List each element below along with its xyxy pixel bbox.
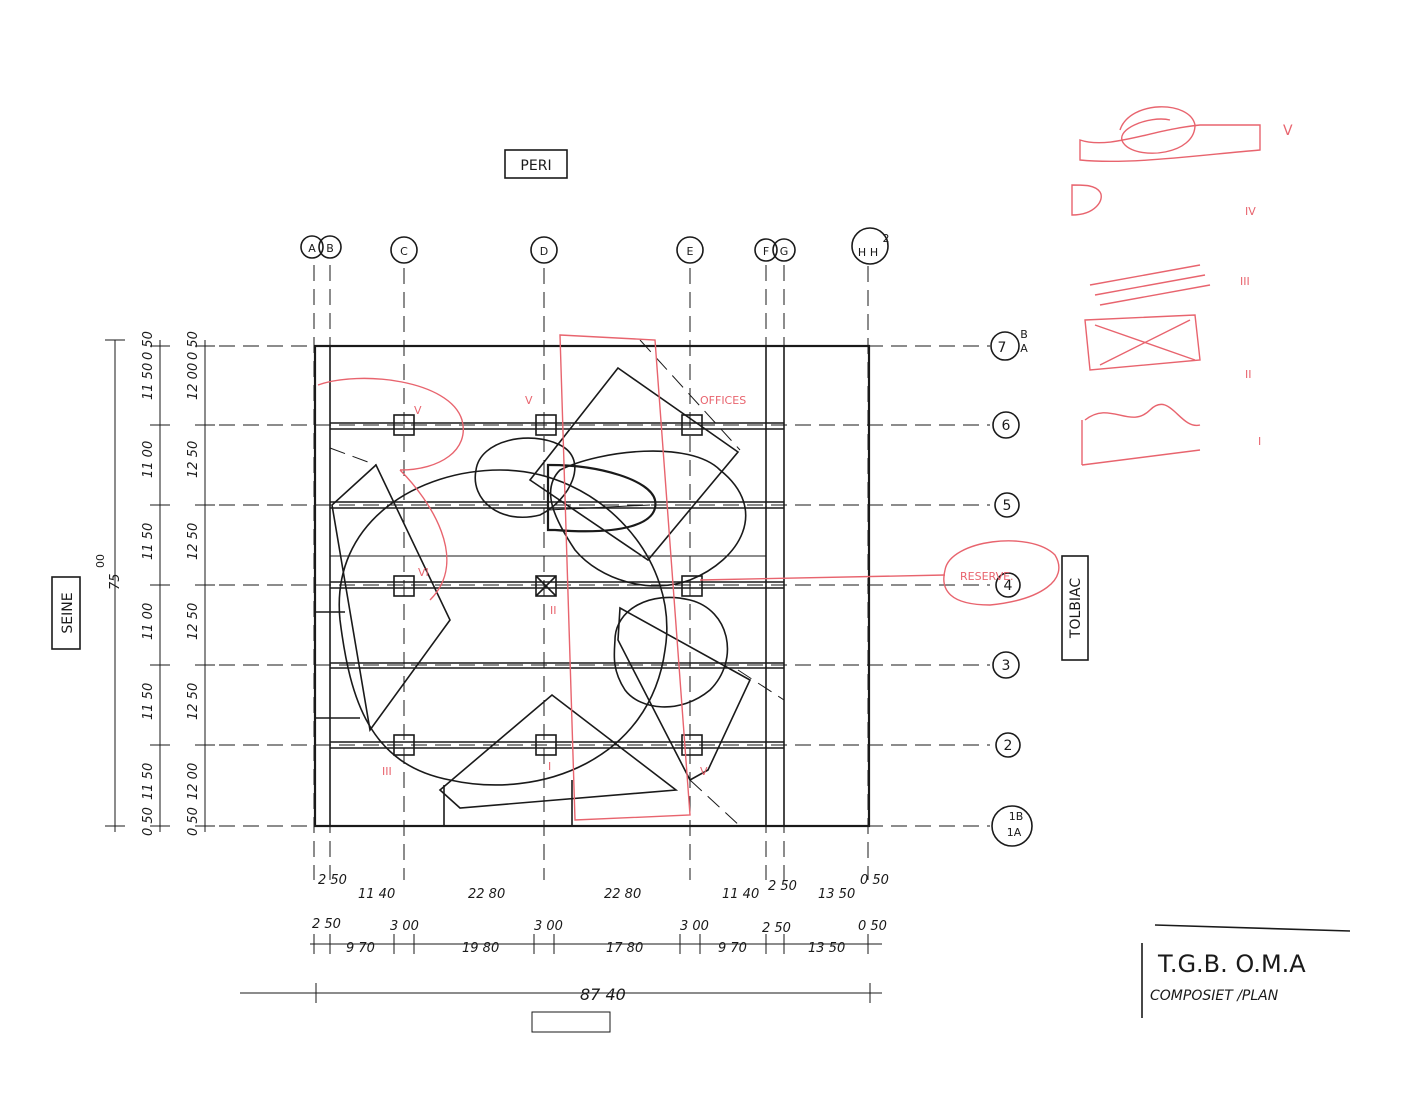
svg-text:12 50: 12 50 [186,441,201,478]
svg-text:19 80: 19 80 [462,941,499,956]
title-block: T.G.B. O.M.A COMPOSIET /PLAN [1141,924,1351,1018]
svg-text:D: D [540,245,548,258]
svg-text:0 50: 0 50 [141,807,156,836]
svg-text:3 00: 3 00 [534,919,563,934]
red-annotations: RESERVE. OFFICES V V VI II III I V [317,334,1060,821]
svg-text:17 80: 17 80 [606,941,643,956]
title-block-subtitle: COMPOSIET /PLAN [1150,988,1279,1004]
svg-text:VI: VI [418,566,429,579]
svg-text:12 00: 12 00 [186,763,201,800]
svg-text:III: III [382,765,392,778]
svg-text:I: I [548,760,551,773]
svg-text:II: II [1245,368,1252,381]
svg-text:3 00: 3 00 [390,919,419,934]
svg-text:2 50: 2 50 [318,873,347,888]
svg-text:00: 00 [94,554,107,568]
svg-text:12 50: 12 50 [186,683,201,720]
svg-text:87 40: 87 40 [580,985,626,1004]
vertical-dimensions: 75 00 0 50 11 50 11 00 11 50 11 00 11 50… [94,331,215,836]
svg-text:9 70: 9 70 [718,941,747,956]
horizontal-dimensions: 2 50 11 40 22 80 22 80 11 40 2 50 13 50 … [240,873,889,1033]
svg-text:11 40: 11 40 [722,887,759,902]
column-bubbles: A B C D E F G H H 2 [300,227,890,265]
svg-text:12 00: 12 00 [186,363,201,400]
svg-text:IV: IV [1245,205,1256,218]
svg-text:1A: 1A [1007,826,1022,839]
label-seine: SEINE [51,576,81,650]
svg-text:PERI: PERI [520,158,551,174]
svg-text:2: 2 [883,232,890,245]
svg-text:0 50: 0 50 [186,807,201,836]
svg-text:H: H [858,246,866,259]
svg-text:I: I [1258,435,1261,448]
rotated-volumes [329,339,785,827]
row-bubbles: 7 B A 6 5 4 3 2 1B 1A [990,328,1033,847]
svg-text:22 80: 22 80 [468,887,505,902]
svg-text:6: 6 [1002,418,1011,434]
svg-text:7: 7 [998,340,1007,356]
svg-text:11 00: 11 00 [141,603,156,640]
column-gridlines [313,265,869,880]
svg-text:V: V [414,404,422,417]
svg-text:2 50: 2 50 [762,921,791,936]
dim-ticks-vertical [150,345,215,827]
structural-columns [393,414,703,756]
svg-text:11 50: 11 50 [141,523,156,560]
svg-text:RESERVE.: RESERVE. [960,570,1014,583]
svg-text:11 50: 11 50 [141,363,156,400]
label-tolbiac: TOLBIAC [1061,555,1089,661]
svg-text:75: 75 [108,573,123,590]
svg-text:11 00: 11 00 [141,441,156,478]
svg-text:0 50: 0 50 [186,331,201,360]
building-outline [313,344,871,828]
svg-text:V: V [1283,123,1293,139]
svg-text:11 50: 11 50 [141,763,156,800]
svg-text:3 00: 3 00 [680,919,709,934]
svg-text:B: B [1020,328,1028,341]
svg-text:0 50: 0 50 [141,331,156,360]
svg-text:4: 4 [1004,578,1013,594]
svg-text:12 50: 12 50 [186,603,201,640]
svg-text:0 50: 0 50 [858,919,887,934]
svg-text:11 50: 11 50 [141,683,156,720]
svg-text:TOLBIAC: TOLBIAC [1068,578,1084,639]
svg-text:B: B [326,242,334,255]
svg-text:H: H [870,246,878,259]
svg-text:5: 5 [1003,498,1012,514]
svg-text:0 50: 0 50 [860,873,889,888]
svg-text:22 80: 22 80 [604,887,641,902]
svg-text:F: F [763,245,769,258]
svg-text:V: V [700,765,708,778]
svg-text:II: II [550,604,557,617]
svg-text:C: C [400,245,408,258]
svg-text:A: A [1020,342,1028,355]
svg-text:A: A [308,242,316,255]
svg-text:2: 2 [1004,738,1013,754]
svg-text:G: G [780,245,789,258]
svg-text:2 50: 2 50 [312,917,341,932]
red-section-sketch: V IV III II I [1071,106,1293,466]
svg-text:12 50: 12 50 [186,523,201,560]
floor-slabs [330,422,784,749]
svg-text:1B: 1B [1009,810,1024,823]
svg-text:OFFICES: OFFICES [700,394,746,407]
organic-volumes [338,437,747,786]
label-peri: PERI [504,149,568,179]
svg-text:III: III [1240,275,1250,288]
svg-text:11 40: 11 40 [358,887,395,902]
svg-text:13 50: 13 50 [808,941,845,956]
svg-text:E: E [687,245,694,258]
title-block-title: T.G.B. O.M.A [1157,950,1306,978]
svg-text:13 50: 13 50 [818,887,855,902]
svg-text:SEINE: SEINE [60,592,76,633]
svg-text:9 70: 9 70 [346,941,375,956]
svg-text:2 50: 2 50 [768,879,797,894]
svg-text:3: 3 [1002,658,1011,674]
svg-text:V: V [525,394,533,407]
